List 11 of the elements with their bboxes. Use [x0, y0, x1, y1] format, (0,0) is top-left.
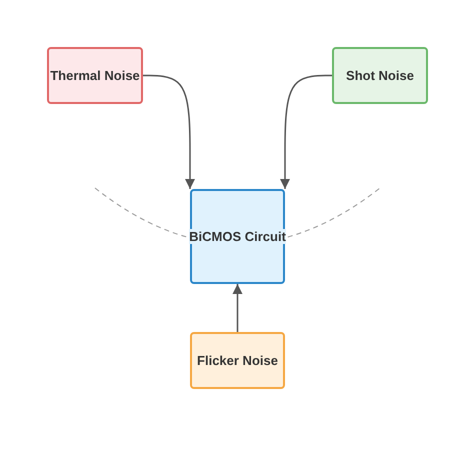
arrow: [232, 284, 242, 332]
process-box: [190, 332, 285, 389]
process-box: [47, 47, 143, 104]
node-label: Thermal Noise: [50, 68, 140, 83]
arrow: [280, 74, 332, 189]
node-label: BiCMOS Circuit: [189, 229, 286, 244]
node-label: Flicker Noise: [197, 353, 278, 368]
process-box: [332, 47, 428, 104]
arrow: [143, 74, 195, 189]
node-label: Shot Noise: [346, 68, 414, 83]
process-box: [190, 189, 285, 284]
